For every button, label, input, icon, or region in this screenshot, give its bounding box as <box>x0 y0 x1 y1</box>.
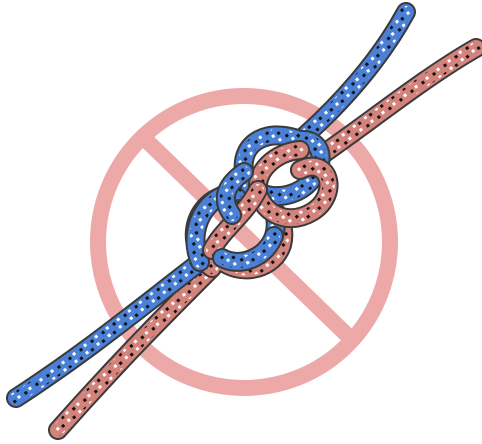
ropes <box>16 12 476 430</box>
